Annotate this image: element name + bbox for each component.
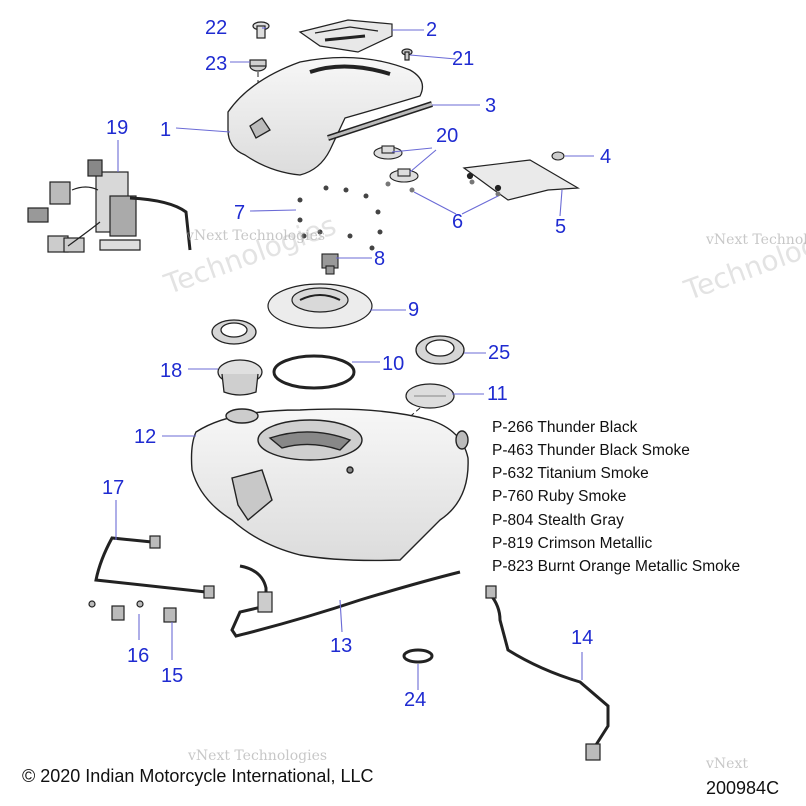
callout-9: 9 — [408, 299, 420, 321]
callout-25: 25 — [488, 342, 511, 364]
part-23-grommet — [249, 59, 267, 72]
part-21-screw — [401, 48, 413, 61]
callout-1: 1 — [160, 119, 172, 141]
part-4-bolt — [551, 151, 565, 161]
legend-item: P-823 Burnt Orange Metallic Smoke — [492, 558, 741, 575]
callout-2: 2 — [426, 19, 438, 41]
part-14-hose — [485, 585, 610, 761]
callout-7: 7 — [234, 202, 246, 224]
part-5-bracket — [462, 159, 580, 201]
part-22-screw — [252, 21, 270, 39]
callout-19: 19 — [106, 117, 129, 139]
callout-17: 17 — [102, 477, 125, 499]
callout-16: 16 — [127, 645, 150, 667]
legend-item: P-819 Crimson Metallic — [492, 535, 653, 552]
part-24-clamp — [402, 648, 434, 664]
part-ring-left — [211, 319, 257, 345]
legend-item: P-632 Titanium Smoke — [492, 465, 649, 482]
callout-14: 14 — [571, 627, 594, 649]
callout-4: 4 — [600, 146, 612, 168]
part-19-fuel-pump — [27, 159, 192, 253]
legend-item: P-760 Ruby Smoke — [492, 488, 627, 505]
part-18-fuel-cap — [217, 359, 263, 396]
diagram-id: 200984C — [706, 778, 780, 798]
callout-23: 23 — [205, 53, 228, 75]
part-12-fuel-tank — [190, 408, 469, 562]
callout-18: 18 — [160, 360, 183, 382]
part-2-cover-plate — [298, 19, 393, 53]
callout-15: 15 — [161, 665, 184, 687]
watermark: vNext Technologies — [186, 228, 326, 244]
callout-5: 5 — [555, 216, 567, 238]
watermark: vNext — [706, 756, 748, 772]
callout-21: 21 — [452, 48, 475, 70]
part-10-gasket — [272, 354, 356, 390]
leader-lines — [115, 27, 594, 690]
part-6-washers — [385, 179, 501, 197]
callout-3: 3 — [485, 95, 497, 117]
callout-6: 6 — [452, 211, 464, 233]
callout-10: 10 — [382, 353, 405, 375]
callout-20: 20 — [436, 125, 459, 147]
legend-item: P-463 Thunder Black Smoke — [492, 442, 690, 459]
part-11-cover-disc — [405, 383, 455, 409]
callout-22: 22 — [205, 17, 228, 39]
part-16-clip — [88, 600, 144, 621]
part-25-ring — [415, 335, 465, 365]
part-17-hose — [94, 535, 215, 599]
part-7-nuts — [297, 185, 383, 251]
watermark: vNext Technologies — [706, 232, 806, 248]
callout-11: 11 — [487, 383, 508, 405]
legend-item: P-804 Stealth Gray — [492, 512, 624, 529]
watermark: vNext Technologies — [188, 748, 328, 764]
callout-8: 8 — [374, 248, 386, 270]
legend-item: P-266 Thunder Black — [492, 419, 638, 436]
part-9-mounting-plate — [267, 283, 373, 329]
part-8-valve — [321, 253, 339, 275]
part-13-vent-line — [230, 564, 461, 638]
part-1-tank-console — [227, 56, 424, 176]
part-15-clip — [163, 607, 177, 623]
callout-13: 13 — [330, 635, 353, 657]
copyright-notice: © 2020 Indian Motorcycle International, … — [22, 766, 374, 786]
callout-12: 12 — [134, 426, 157, 448]
part-20-mounts — [373, 145, 419, 183]
callout-24: 24 — [404, 689, 427, 711]
